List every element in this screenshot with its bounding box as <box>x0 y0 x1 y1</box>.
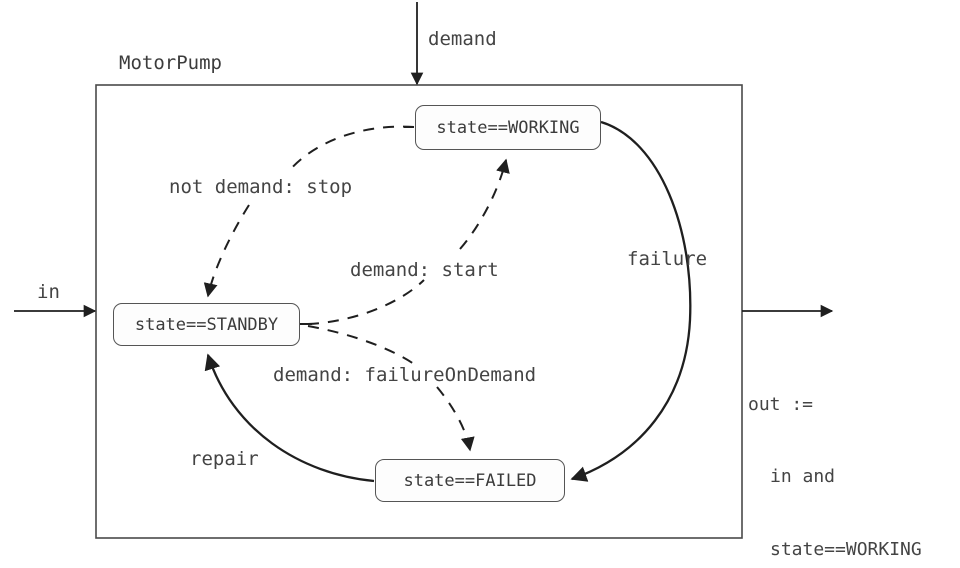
transition-stop-path-seg1 <box>287 125 415 173</box>
state-box-working[interactable]: state==WORKING <box>415 105 601 150</box>
state-label-working: state==WORKING <box>436 117 580 138</box>
transition-failureondemand-path-seg1 <box>307 325 415 365</box>
port-label-out-line2: in and <box>770 466 836 488</box>
port-label-out-line3: state==WORKING <box>770 539 922 561</box>
port-label-out: out := in and state==WORKING <box>748 344 922 568</box>
transition-label-failureondemand: demand: failureOnDemand <box>273 364 537 386</box>
port-label-in: in <box>37 281 60 303</box>
transition-start-path-seg1 <box>307 279 425 325</box>
transition-start-path-seg2 <box>459 158 510 250</box>
state-box-failed[interactable]: state==FAILED <box>375 459 565 502</box>
transition-stop-path-seg2 <box>203 204 250 298</box>
transition-failureondemand-path-seg2 <box>436 386 475 452</box>
transition-repair-path <box>204 353 375 483</box>
port-label-demand: demand <box>428 28 497 50</box>
transition-label-stop: not demand: stop <box>169 176 353 198</box>
state-label-standby: state==STANDBY <box>134 314 279 335</box>
state-box-standby[interactable]: state==STANDBY <box>113 303 300 346</box>
state-label-failed: state==FAILED <box>403 470 537 491</box>
transition-label-repair: repair <box>190 448 259 470</box>
transition-label-start: demand: start <box>350 259 499 281</box>
port-label-out-line1: out := <box>748 393 814 415</box>
transition-failure-path <box>570 120 692 482</box>
container-title-motorpump: MotorPump <box>119 52 222 74</box>
transition-label-failure: failure <box>627 248 708 270</box>
